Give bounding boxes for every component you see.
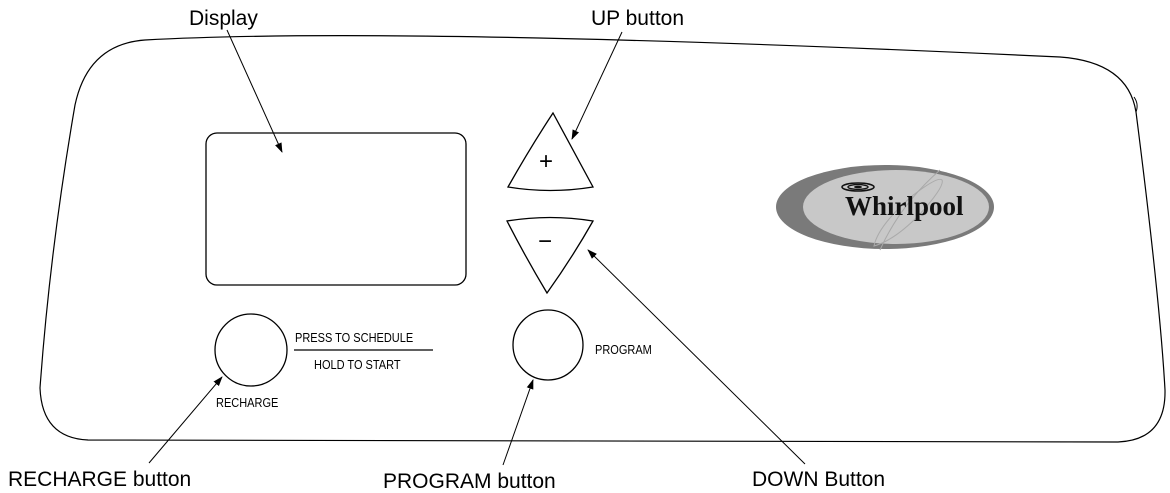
recharge-button-callout: RECHARGE button xyxy=(8,468,192,491)
recharge-button-leader xyxy=(148,376,223,464)
down-button-shape xyxy=(506,216,595,295)
display-leader xyxy=(226,29,283,153)
whirlpool-swirl-icon xyxy=(841,182,875,192)
up-button-callout: UP button xyxy=(591,7,685,30)
display-callout: Display xyxy=(189,7,258,30)
plus-triangle-icon: + xyxy=(539,148,554,175)
press-to-schedule-label: PRESS TO SCHEDULE xyxy=(295,331,414,345)
display-screen xyxy=(205,132,467,286)
hold-to-start-label: HOLD TO START xyxy=(314,358,401,372)
recharge-button[interactable] xyxy=(215,314,287,386)
program-button-leader xyxy=(502,379,534,466)
program-button-callout: PROGRAM button xyxy=(383,470,556,493)
down-button[interactable] xyxy=(507,214,595,294)
program-button-circle xyxy=(512,309,584,381)
program-label: PROGRAM xyxy=(595,343,652,357)
minus-triangle-icon: − xyxy=(538,228,553,255)
recharge-label: RECHARGE xyxy=(216,396,279,410)
whirlpool-logo xyxy=(776,165,994,251)
program-button[interactable] xyxy=(513,310,583,380)
up-button-shape xyxy=(506,111,595,192)
whirlpool-logo-text: Whirlpool xyxy=(845,191,964,221)
down-button-callout: DOWN Button xyxy=(752,468,886,491)
recharge-button-circle xyxy=(214,313,288,387)
down-button-leader xyxy=(587,249,806,465)
panel-corner-edge xyxy=(1133,96,1138,113)
up-button-leader xyxy=(571,31,623,140)
up-button[interactable] xyxy=(507,113,595,193)
